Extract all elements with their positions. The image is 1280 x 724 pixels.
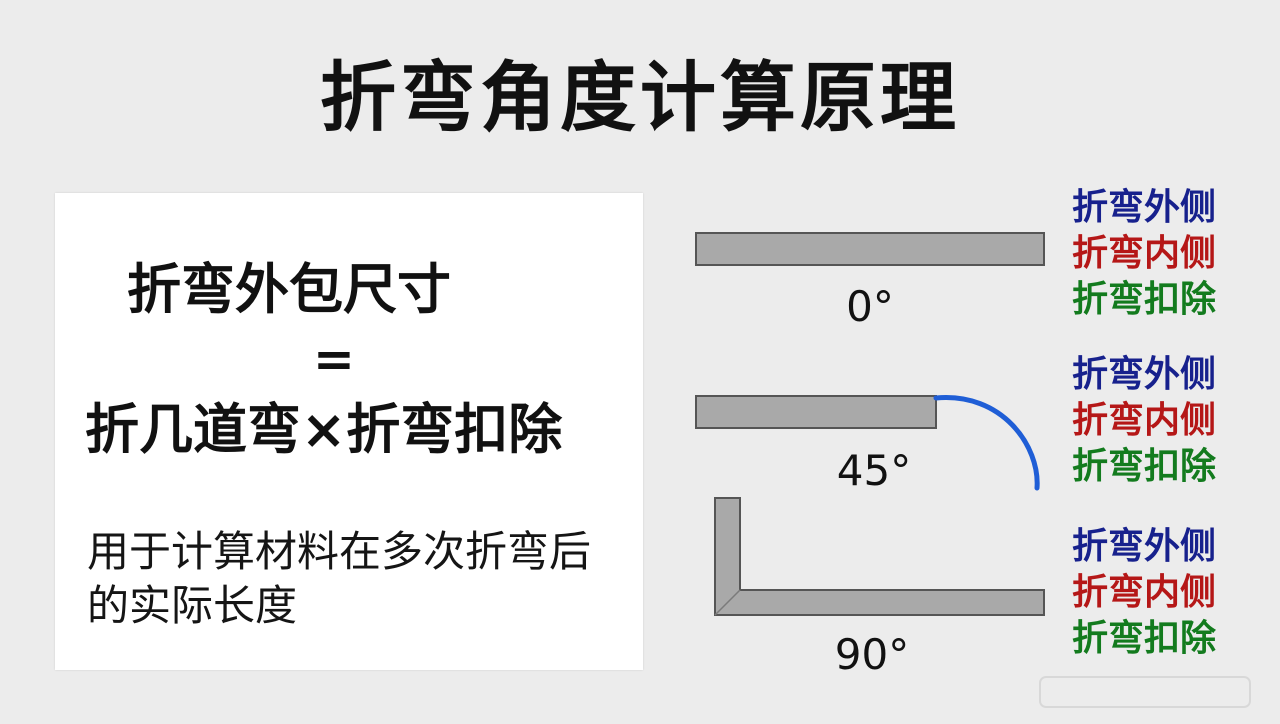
legend-deduct-0: 折弯扣除 xyxy=(1072,279,1217,320)
angle-label-0: 0° xyxy=(846,282,894,331)
legend-deduct-90: 折弯扣除 xyxy=(1072,618,1217,659)
bend-arc-45-degree xyxy=(933,395,1040,491)
formula-card: 折弯外包尺寸 = 折几道弯×折弯扣除 用于计算材料在多次折弯后的实际长度 xyxy=(55,193,643,670)
legend-deduct-45: 折弯扣除 xyxy=(1072,446,1217,487)
legend-outer-side-90: 折弯外侧 xyxy=(1072,526,1217,567)
plate-0-degree xyxy=(695,232,1045,266)
bend-diagrams: 0° 45° 90° xyxy=(680,180,1280,720)
legend-45-degree: 折弯外侧 折弯内侧 折弯扣除 xyxy=(1072,352,1242,490)
legend-inner-side-90: 折弯内侧 xyxy=(1072,572,1217,613)
plate-45-degree xyxy=(695,395,937,429)
formula-lhs: 折弯外包尺寸 xyxy=(127,258,451,321)
page-title: 折弯角度计算原理 xyxy=(320,53,960,142)
plate-90-degree xyxy=(714,497,1045,616)
angle-label-90: 90° xyxy=(834,630,910,679)
legend-90-degree: 折弯外侧 折弯内侧 折弯扣除 xyxy=(1072,524,1242,662)
corner-line-90-degree xyxy=(714,589,741,616)
angle-label-45: 45° xyxy=(836,446,912,495)
legend-outer-side-0: 折弯外侧 xyxy=(1072,187,1217,228)
legend-outer-side-45: 折弯外侧 xyxy=(1072,354,1217,395)
bend-diagrams-svg xyxy=(695,232,1045,616)
legend-0-degree: 折弯外侧 折弯内侧 折弯扣除 xyxy=(1072,185,1242,323)
formula-description: 用于计算材料在多次折弯后的实际长度 xyxy=(87,527,592,630)
legend-inner-side-0: 折弯内侧 xyxy=(1072,233,1217,274)
legend-inner-side-45: 折弯内侧 xyxy=(1072,400,1217,441)
formula-rhs: 折几道弯×折弯扣除 xyxy=(85,398,563,461)
formula-equals: = xyxy=(313,330,355,388)
